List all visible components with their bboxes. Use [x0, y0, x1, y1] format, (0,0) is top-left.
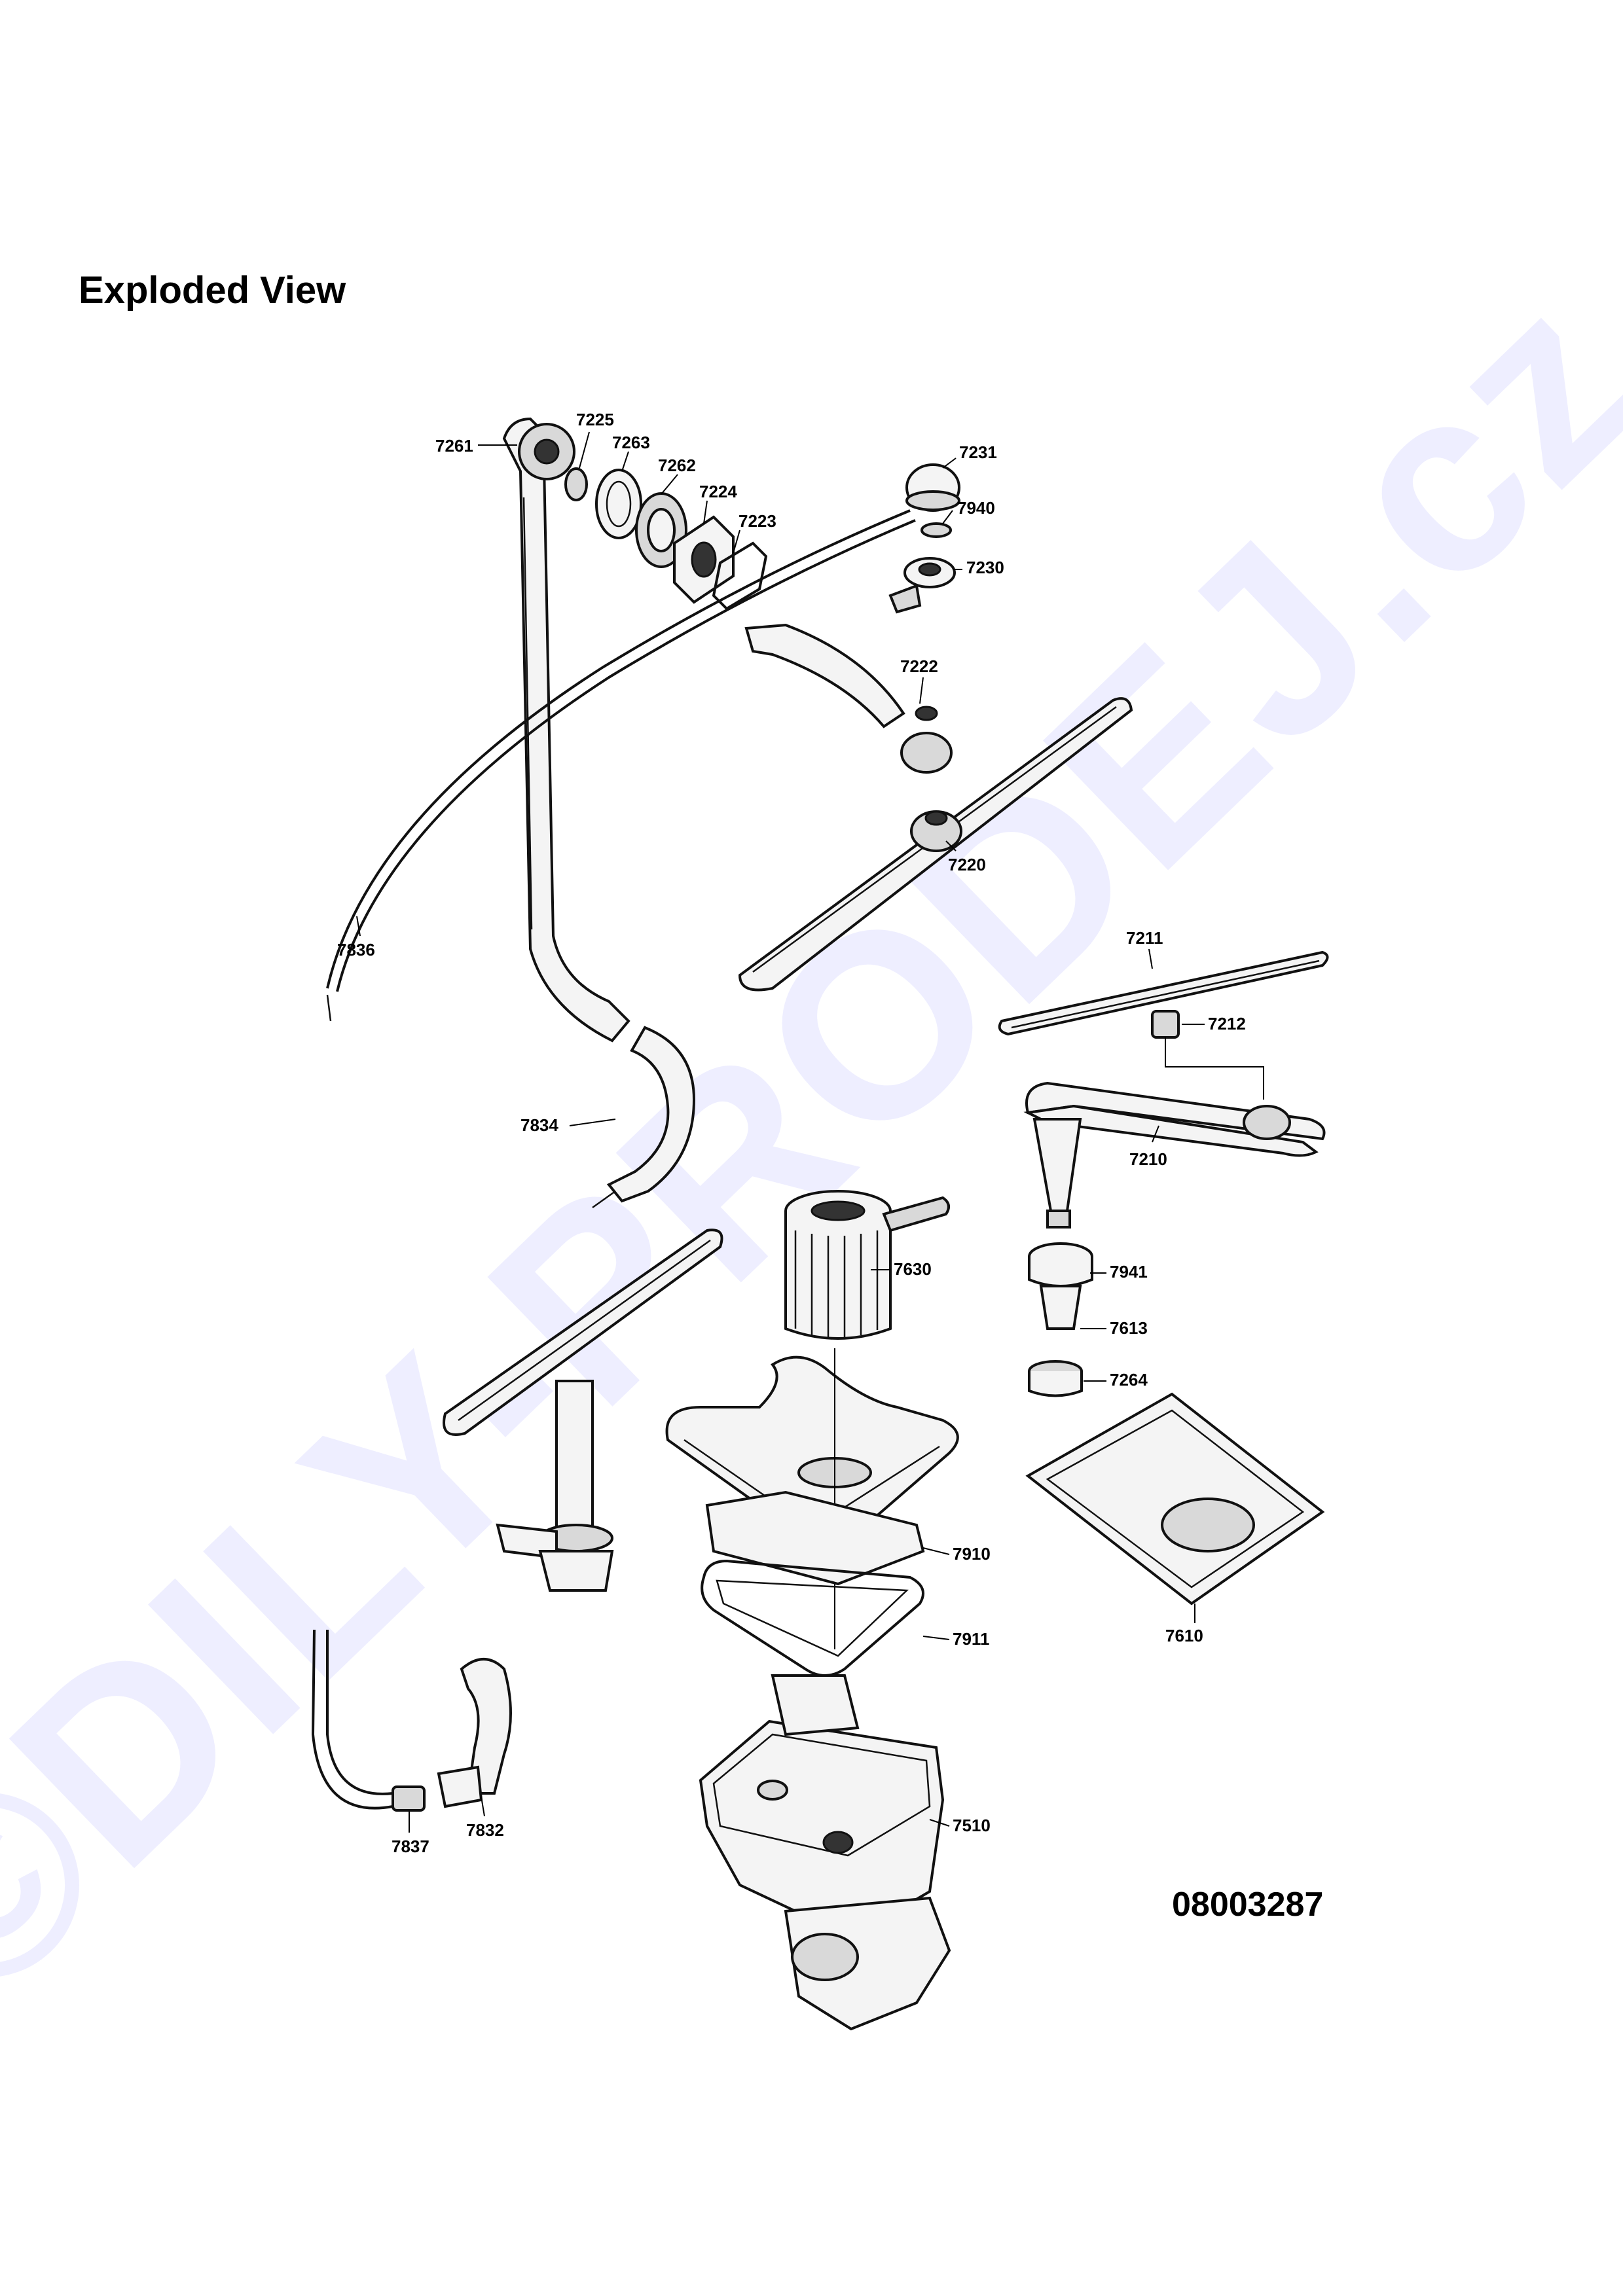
label-7630: 7630 [894, 1259, 932, 1279]
label-7910: 7910 [953, 1544, 991, 1564]
label-7834: 7834 [520, 1115, 558, 1135]
label-7264: 7264 [1110, 1370, 1148, 1390]
part-7231-top-cap[interactable] [905, 463, 960, 512]
part-lower-bracket-arm[interactable] [443, 1229, 723, 1436]
part-7836-feed-tube[interactable] [326, 509, 916, 1022]
part-7911-gasket-frame[interactable] [701, 1490, 925, 1677]
part-7210-lower-spray-arm[interactable] [1023, 1081, 1326, 1229]
label-7261: 7261 [435, 436, 473, 456]
part-7837-drain-hose[interactable] [311, 1629, 426, 1812]
part-7940-o-ring[interactable] [921, 522, 952, 538]
label-7225: 7225 [576, 410, 614, 429]
label-7263: 7263 [612, 433, 650, 452]
part-lower-mount[interactable] [496, 1380, 614, 1592]
label-7231: 7231 [959, 442, 997, 462]
label-7510: 7510 [953, 1816, 991, 1835]
label-7224: 7224 [699, 482, 737, 501]
part-7941-valve[interactable] [1028, 1242, 1093, 1287]
label-7836: 7836 [337, 940, 375, 960]
part-7212-arm-nut[interactable] [1151, 1010, 1264, 1100]
part-labels: 7261 7225 7263 7262 7224 7223 7231 7940 … [337, 410, 1246, 1856]
part-7220-upper-spray-arm[interactable] [738, 697, 1133, 992]
part-7630-filter[interactable] [784, 1190, 950, 1340]
label-7230: 7230 [966, 558, 1004, 577]
part-7263-seal[interactable] [595, 469, 642, 539]
label-7210: 7210 [1129, 1149, 1167, 1169]
part-7613-tube[interactable] [1039, 1285, 1082, 1330]
leader-lines [356, 431, 1205, 1833]
part-7222-connector[interactable] [744, 623, 953, 774]
part-7610-filter-tray[interactable] [1025, 1392, 1325, 1605]
label-7211: 7211 [1126, 928, 1163, 948]
part-7223-gasket[interactable] [712, 541, 768, 611]
label-7911: 7911 [953, 1629, 989, 1649]
label-7212: 7212 [1208, 1014, 1246, 1033]
part-7834-hose[interactable] [592, 1026, 696, 1209]
label-7262: 7262 [658, 456, 696, 475]
label-7222: 7222 [900, 656, 938, 676]
page-title: Exploded View [79, 269, 346, 312]
label-7220: 7220 [948, 855, 986, 874]
document-number: 08003287 [1172, 1886, 1324, 1924]
part-7832-elbow[interactable] [437, 1658, 512, 1808]
label-7940: 7940 [957, 498, 995, 518]
part-7261-supply-pipe[interactable] [502, 417, 630, 1043]
part-7211-middle-arm-top[interactable] [998, 950, 1329, 1036]
part-7264-nut[interactable] [1028, 1360, 1083, 1397]
label-7613: 7613 [1110, 1318, 1148, 1338]
part-7510-sump[interactable] [699, 1674, 951, 2031]
part-7225-ring[interactable] [564, 467, 588, 501]
part-7224-adapter[interactable] [673, 515, 735, 604]
label-7832: 7832 [466, 1820, 504, 1840]
label-7223: 7223 [739, 511, 776, 531]
label-7610: 7610 [1165, 1626, 1203, 1645]
part-7230-bearing[interactable] [888, 557, 956, 614]
label-7941: 7941 [1110, 1262, 1148, 1282]
label-7837: 7837 [392, 1837, 429, 1856]
